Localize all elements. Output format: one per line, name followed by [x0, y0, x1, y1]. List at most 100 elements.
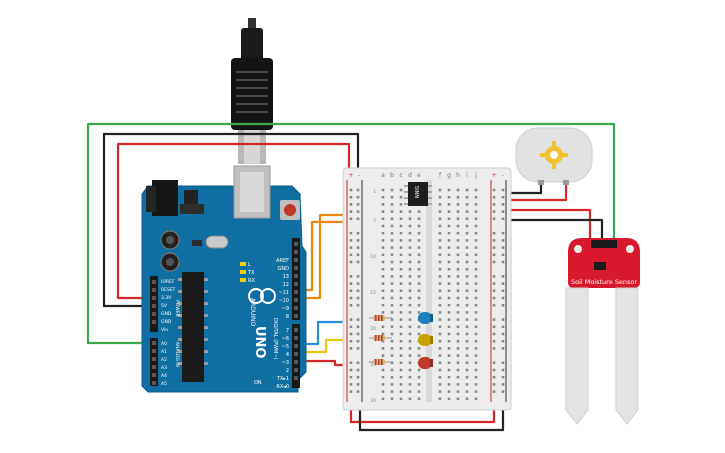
breadboard-hole: [417, 296, 421, 300]
breadboard-hole: [447, 332, 451, 336]
col-c: c: [399, 172, 402, 179]
pin-label-3v3: 3.3V: [161, 295, 172, 301]
rail-hole: [356, 239, 360, 242]
breadboard-hole: [447, 253, 451, 257]
rail-hole: [501, 332, 505, 336]
soil-moisture-sensor: Soil Moisture Sensor: [565, 238, 640, 425]
rail-hole: [349, 303, 353, 307]
breadboard-hole: [408, 361, 412, 365]
rail-hole: [356, 390, 360, 393]
breadboard-hole: [417, 354, 421, 357]
breadboard-hole: [408, 303, 412, 307]
breadboard-hole: [399, 217, 403, 221]
pin-label-ioref: IOREF: [161, 279, 175, 285]
breadboard-hole: [390, 282, 394, 285]
breadboard-hole: [417, 347, 421, 350]
rail-hole: [501, 390, 505, 393]
wire-red-5v: [116, 142, 351, 300]
breadboard-hole: [456, 246, 460, 249]
breadboard-hole: [417, 224, 421, 228]
pin-label-11: ~11: [278, 290, 289, 296]
breadboard-hole: [417, 239, 421, 242]
breadboard-hole: [438, 318, 442, 321]
breadboard-hole: [474, 246, 478, 249]
breadboard-hole: [465, 354, 469, 357]
breadboard-hole: [438, 203, 442, 206]
breadboard-hole: [456, 325, 460, 329]
breadboard-hole: [438, 375, 442, 379]
breadboard-hole: [381, 195, 385, 199]
breadboard-hole: [381, 332, 385, 336]
breadboard-hole: [474, 289, 478, 293]
breadboard-hole: [417, 383, 421, 386]
rail-hole: [356, 282, 360, 285]
breadboard-hole: [390, 188, 394, 192]
breadboard-hole: [456, 267, 460, 271]
breadboard-hole: [447, 203, 451, 206]
breadboard-hole: [381, 296, 385, 300]
breadboard-hole: [417, 368, 421, 372]
breadboard-hole: [399, 224, 403, 228]
breadboard-hole: [381, 267, 385, 271]
breadboard-hole: [474, 397, 478, 401]
breadboard-hole: [399, 332, 403, 336]
pin-label-a0: A0: [161, 341, 167, 347]
breadboard-hole: [456, 332, 460, 336]
breadboard-hole: [417, 267, 421, 271]
breadboard-hole: [474, 339, 478, 343]
rail-hole: [356, 296, 360, 300]
breadboard-hole: [417, 217, 421, 221]
rail-hole: [349, 332, 353, 336]
rail-hole: [492, 253, 496, 257]
breadboard-hole: [456, 296, 460, 300]
breadboard-hole: [390, 203, 394, 206]
breadboard-hole: [465, 296, 469, 300]
breadboard-hole: [390, 311, 394, 314]
breadboard-hole: [399, 325, 403, 329]
breadboard-hole: [390, 325, 394, 329]
breadboard-hole: [417, 397, 421, 401]
breadboard-hole: [456, 253, 460, 257]
breadboard-hole: [399, 203, 403, 206]
breadboard-hole: [474, 224, 478, 228]
rail-hole: [492, 303, 496, 307]
breadboard-hole: [417, 332, 421, 336]
rail-hole: [501, 217, 505, 221]
breadboard-hole: [381, 203, 385, 206]
breadboard-hole: [438, 296, 442, 300]
breadboard-hole: [390, 390, 394, 393]
usb-cable: [231, 18, 273, 164]
breadboard-hole: [381, 224, 385, 228]
col-h: h: [456, 172, 460, 179]
breadboard-hole: [381, 239, 385, 242]
breadboard-holes: [349, 188, 505, 401]
rail-hole: [501, 303, 505, 307]
board-model: UNO: [252, 326, 267, 359]
rail-hole: [492, 217, 496, 221]
breadboard-hole: [417, 231, 421, 235]
rail-plus-right: +: [491, 172, 496, 179]
breadboard-hole: [438, 260, 442, 264]
breadboard-hole: [474, 239, 478, 242]
breadboard-hole: [381, 282, 385, 285]
rail-hole: [501, 383, 505, 386]
breadboard-hole: [456, 231, 460, 235]
breadboard-hole: [438, 397, 442, 401]
breadboard-hole: [465, 210, 469, 213]
breadboard-hole: [474, 347, 478, 350]
breadboard-hole: [465, 347, 469, 350]
breadboard-hole: [438, 239, 442, 242]
breadboard-hole: [474, 275, 478, 278]
rail-hole: [492, 390, 496, 393]
breadboard-hole: [399, 289, 403, 293]
breadboard-hole: [408, 332, 412, 336]
pin-label-10: ~10: [278, 298, 289, 304]
breadboard-hole: [465, 332, 469, 336]
resistor-yellow-led: [369, 335, 392, 341]
pin-label-aref: AREF: [276, 258, 289, 264]
breadboard-hole: [417, 275, 421, 278]
rail-hole: [356, 210, 360, 213]
breadboard-hole: [390, 318, 394, 321]
breadboard-hole: [390, 375, 394, 379]
breadboard-hole: [438, 361, 442, 365]
